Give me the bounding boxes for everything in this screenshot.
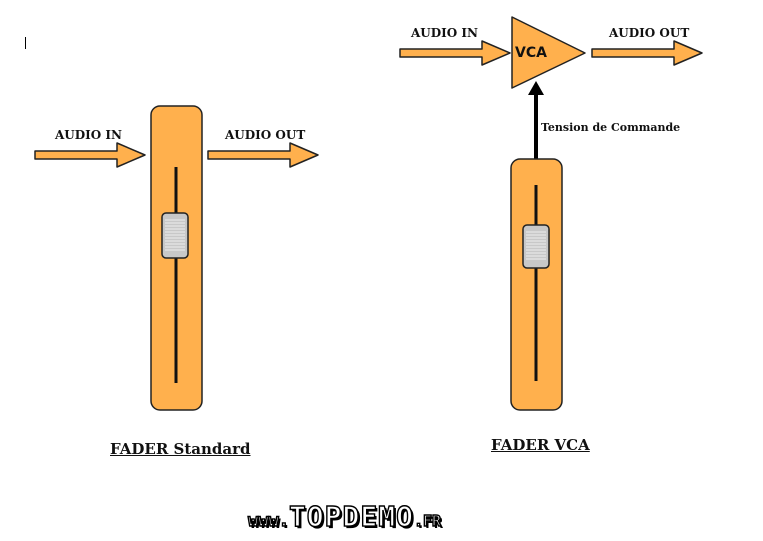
standard-fader-knob[interactable] xyxy=(161,212,191,260)
vca-caption: FADER VCA xyxy=(491,436,590,454)
standard-caption: FADER Standard xyxy=(110,440,251,458)
standard-audio-in-arrow xyxy=(34,142,146,168)
vca-audio-out-label: AUDIO OUT xyxy=(609,26,690,40)
standard-audio-out-arrow xyxy=(207,142,319,168)
vca-audio-in-arrow xyxy=(399,40,511,66)
standard-audio-in-label: AUDIO IN xyxy=(55,128,123,142)
vca-fader-knob[interactable] xyxy=(522,224,552,270)
vca-audio-in-label: AUDIO IN xyxy=(411,26,479,40)
vca-triangle xyxy=(511,16,586,89)
control-voltage-label: Tension de Commande xyxy=(541,121,681,134)
standard-fader-slot xyxy=(150,105,203,411)
logo-suffix: .FR xyxy=(413,511,442,530)
vca-audio-out-arrow xyxy=(591,40,703,66)
control-voltage-arrow xyxy=(528,81,544,160)
vca-box-label: VCA xyxy=(515,45,547,61)
text-cursor xyxy=(25,37,26,49)
logo-prefix: www. xyxy=(247,510,289,531)
vca-fader-slot xyxy=(510,158,563,411)
topdemo-logo: www.TOPDEMO.FR xyxy=(247,499,518,533)
logo-name: TOPDEMO xyxy=(288,499,414,533)
standard-audio-out-label: AUDIO OUT xyxy=(225,128,306,142)
